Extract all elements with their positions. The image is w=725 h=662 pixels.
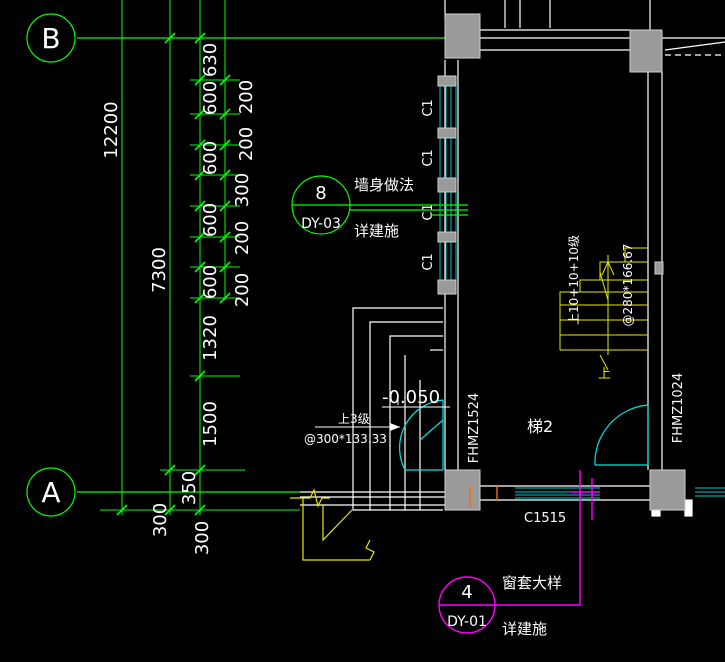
door-label-left: FHMZ1524 — [467, 393, 482, 463]
stair-small-line2: @300*133.33 — [304, 432, 387, 446]
dim-outer-1: 600 — [200, 81, 221, 115]
dim-300-left: 300 — [150, 503, 171, 537]
dim-overall: 12200 — [101, 101, 122, 158]
dimension-ticks — [116, 32, 231, 516]
dim-inner-1: 200 — [236, 127, 257, 161]
window-label-c1515: C1515 — [524, 511, 566, 526]
elevation-mark: -0.050 — [382, 387, 440, 408]
grid-axes — [26, 13, 445, 517]
callout-window-note: 详建施 — [502, 620, 547, 638]
stair-small-line1: 上3级 — [338, 412, 370, 426]
column — [437, 127, 457, 139]
stair-small-arrow — [315, 395, 400, 428]
arrow-head — [390, 423, 400, 431]
column — [654, 261, 664, 275]
orange-marks — [469, 486, 498, 508]
dim-outer-2: 600 — [200, 141, 221, 175]
callout-wall-detail — [291, 175, 468, 235]
column — [629, 29, 663, 73]
door-right — [594, 404, 649, 466]
stair-small — [290, 488, 375, 561]
callout-wall-title: 墙身做法 — [354, 176, 414, 194]
dim-middle: 7300 — [149, 247, 170, 293]
grid-label-a: A — [41, 476, 60, 509]
column — [444, 13, 481, 59]
column — [444, 469, 481, 511]
dim-outer-4: 600 — [200, 265, 221, 299]
stair-main-line1: 上10+10+10级 — [567, 235, 581, 325]
callout-window-detail — [438, 470, 600, 634]
bottom-window — [515, 487, 725, 499]
callout-window-sheet: DY-01 — [447, 614, 487, 630]
dim-350: 350 — [179, 471, 200, 505]
column — [437, 231, 457, 243]
window-label-c1: C1 — [421, 99, 436, 116]
dim-300-right: 300 — [192, 521, 213, 555]
stair-main-line2: @280*166.67 — [621, 244, 635, 327]
window-label-c1: C1 — [421, 203, 436, 220]
window-label-c1: C1 — [421, 149, 436, 166]
dim-inner-3: 200 — [232, 221, 253, 255]
grid-label-b: B — [41, 22, 60, 55]
column — [649, 469, 686, 511]
callout-wall-note: 详建施 — [354, 222, 399, 240]
dim-outer-0: 630 — [200, 43, 221, 77]
grid-bubble-b — [26, 13, 76, 63]
stair-main — [559, 247, 648, 371]
callout-window-number: 4 — [461, 582, 472, 603]
walls — [300, 0, 725, 517]
column — [437, 279, 457, 295]
room-label: 梯2 — [527, 417, 553, 436]
callout-window-title: 窗套大样 — [502, 574, 562, 592]
stair-main-direction: 上 — [598, 367, 611, 382]
dim-inner-2: 300 — [232, 173, 253, 207]
callout-wall-sheet: DY-03 — [301, 216, 341, 232]
door-left — [398, 399, 444, 471]
columns — [437, 13, 686, 511]
dim-outer-5: 1320 — [200, 315, 221, 361]
dim-outer-3: 600 — [200, 203, 221, 237]
grid-bubble-a — [26, 467, 76, 517]
column — [437, 75, 457, 87]
door-label-right: FHMZ1024 — [671, 373, 686, 443]
callout-wall-number: 8 — [315, 183, 326, 204]
window-label-c1: C1 — [421, 253, 436, 270]
dim-inner-0: 200 — [236, 80, 257, 114]
dim-inner-4: 200 — [232, 273, 253, 307]
column — [437, 177, 457, 193]
side-windows — [439, 86, 457, 280]
dim-outer-6: 1500 — [200, 401, 221, 447]
